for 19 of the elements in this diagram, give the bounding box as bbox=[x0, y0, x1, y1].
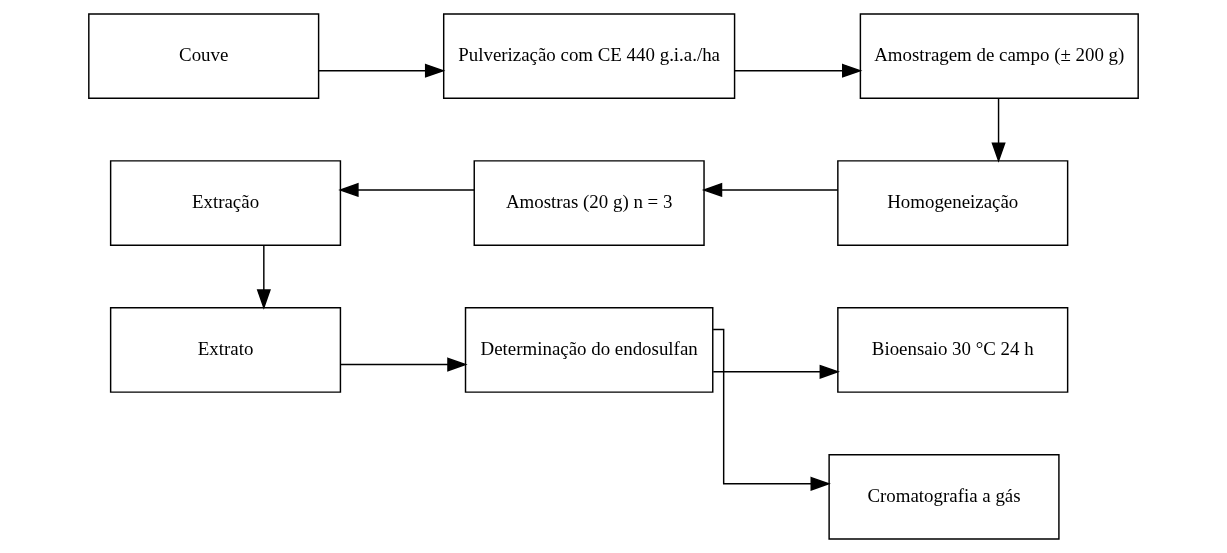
arrow bbox=[701, 182, 839, 198]
node-box: Amostras (20 g) n = 3 bbox=[473, 160, 705, 246]
node-box: Extração bbox=[109, 160, 342, 246]
arrow bbox=[256, 244, 271, 310]
node-box: Extrato bbox=[109, 307, 342, 393]
node-box: Couve bbox=[88, 13, 320, 100]
node-box: Determinação do endosulfan bbox=[464, 307, 714, 393]
node-box: Homogeneização bbox=[837, 160, 1069, 246]
node-box: Pulverização com CE 440 g.i.a./ha bbox=[442, 13, 736, 100]
arrow bbox=[712, 328, 831, 491]
arrow bbox=[338, 182, 475, 198]
node-box: Bioensaio 30 °C 24 h bbox=[837, 307, 1069, 393]
arrow bbox=[339, 357, 468, 372]
arrow bbox=[318, 63, 446, 78]
node-box: Cromatografia a gás bbox=[828, 453, 1060, 540]
arrow bbox=[712, 364, 840, 379]
arrow bbox=[734, 63, 863, 78]
arrow bbox=[991, 97, 1006, 163]
node-box: Amostragem de campo (± 200 g) bbox=[859, 13, 1139, 100]
